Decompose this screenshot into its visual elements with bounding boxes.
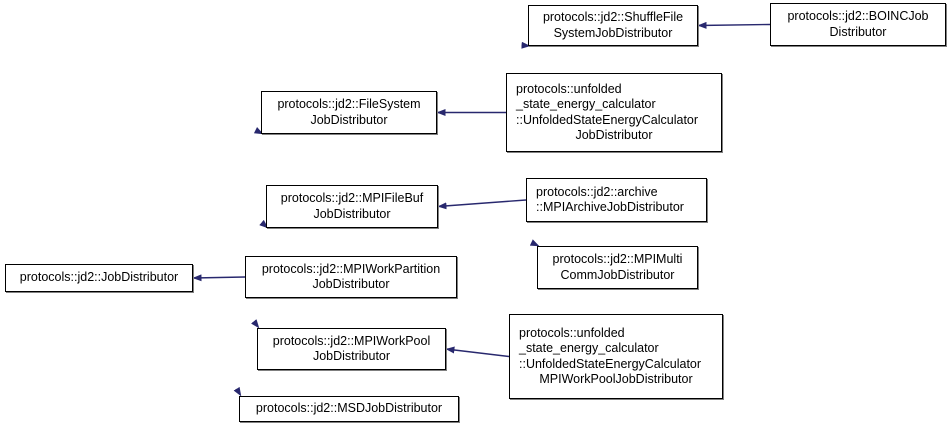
class-node-label: protocols::jd2::MPIFileBuf bbox=[280, 191, 424, 205]
class-node-usec-mpiworkpool[interactable]: protocols::unfolded_state_energy_calcula… bbox=[509, 314, 723, 399]
class-node-label: protocols::jd2::ShuffleFile bbox=[542, 10, 684, 24]
class-node-label: Distributor bbox=[829, 24, 887, 39]
class-node-label: protocols::jd2::BOINCJob bbox=[787, 9, 929, 23]
class-node-label: MPIWorkPoolJobDistributor bbox=[539, 372, 693, 386]
class-node-label: _state_energy_calculator bbox=[516, 97, 656, 111]
class-node-label: SystemJobDistributor bbox=[553, 25, 673, 40]
inheritance-edge-boinc-to-shufflefilesystem bbox=[697, 21, 771, 29]
class-node-label: protocols::jd2::MPIMulti bbox=[552, 252, 683, 266]
class-node-mpiarchive[interactable]: protocols::jd2::archive::MPIArchiveJobDi… bbox=[526, 178, 707, 222]
class-node-label: protocols::jd2::MSDJobDistributor bbox=[255, 401, 443, 416]
class-node-jobdistributor[interactable]: protocols::jd2::JobDistributor bbox=[5, 264, 193, 292]
class-node-label: JobDistributor bbox=[575, 128, 653, 142]
inheritance-edge-usec-mpiworkpool-to-mpiworkpool bbox=[445, 346, 510, 358]
class-node-label: ::MPIArchiveJobDistributor bbox=[536, 200, 684, 214]
class-node-label: _state_energy_calculator bbox=[519, 341, 659, 355]
class-node-label: ::UnfoldedStateEnergyCalculator bbox=[516, 112, 699, 127]
class-node-label: protocols::unfolded bbox=[519, 325, 625, 340]
inheritance-edge-mpiworkpartition-to-jobdistributor bbox=[192, 274, 246, 282]
class-node-label: CommJobDistributor bbox=[560, 267, 675, 282]
class-node-label: protocols::jd2::FileSystem bbox=[277, 97, 421, 111]
class-node-label: protocols::jd2::MPIWorkPartition bbox=[261, 261, 441, 276]
class-node-label: protocols::unfolded bbox=[516, 81, 622, 96]
class-node-label: protocols::jd2::MPIWorkPool bbox=[272, 333, 431, 348]
class-node-label: JobDistributor bbox=[310, 112, 388, 127]
inheritance-edge-mpiarchive-to-mpifilebuf bbox=[437, 199, 527, 210]
class-node-label: JobDistributor bbox=[312, 277, 390, 291]
class-node-label: ::UnfoldedStateEnergyCalculator bbox=[519, 356, 702, 371]
class-node-msd[interactable]: protocols::jd2::MSDJobDistributor bbox=[239, 396, 459, 422]
class-node-label: protocols::jd2::JobDistributor bbox=[19, 270, 179, 285]
class-node-label: protocols::jd2::archive bbox=[536, 184, 658, 199]
class-node-label: JobDistributor bbox=[312, 349, 391, 363]
class-node-usec-jobdistributor[interactable]: protocols::unfolded_state_energy_calcula… bbox=[506, 73, 722, 152]
class-node-label: JobDistributor bbox=[313, 206, 391, 221]
